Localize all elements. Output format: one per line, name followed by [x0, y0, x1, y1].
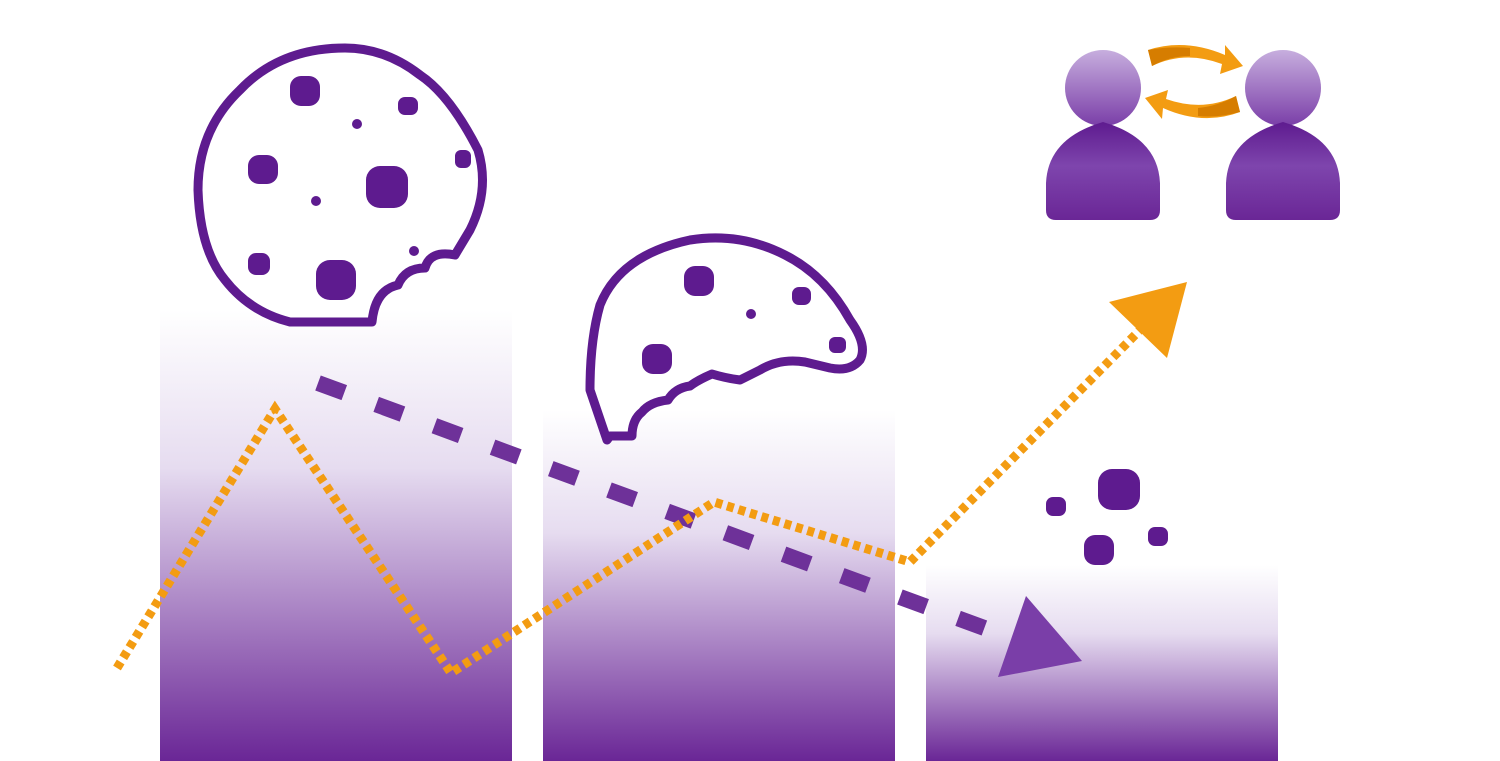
half-eaten-cookie-icon [585, 233, 867, 445]
bar-half-eaten-cookie [543, 410, 895, 761]
bar-cookie-crumbs [926, 565, 1278, 761]
exchange-arrows-icon [1145, 45, 1243, 119]
people-exchange-icon [1046, 50, 1340, 220]
rising-trend-line [113, 282, 1187, 680]
bar-whole-cookie [160, 310, 512, 761]
declining-trend-line [315, 375, 1082, 677]
whole-cookie-icon [193, 43, 487, 327]
cookie-crumbs-icon [1046, 469, 1168, 565]
